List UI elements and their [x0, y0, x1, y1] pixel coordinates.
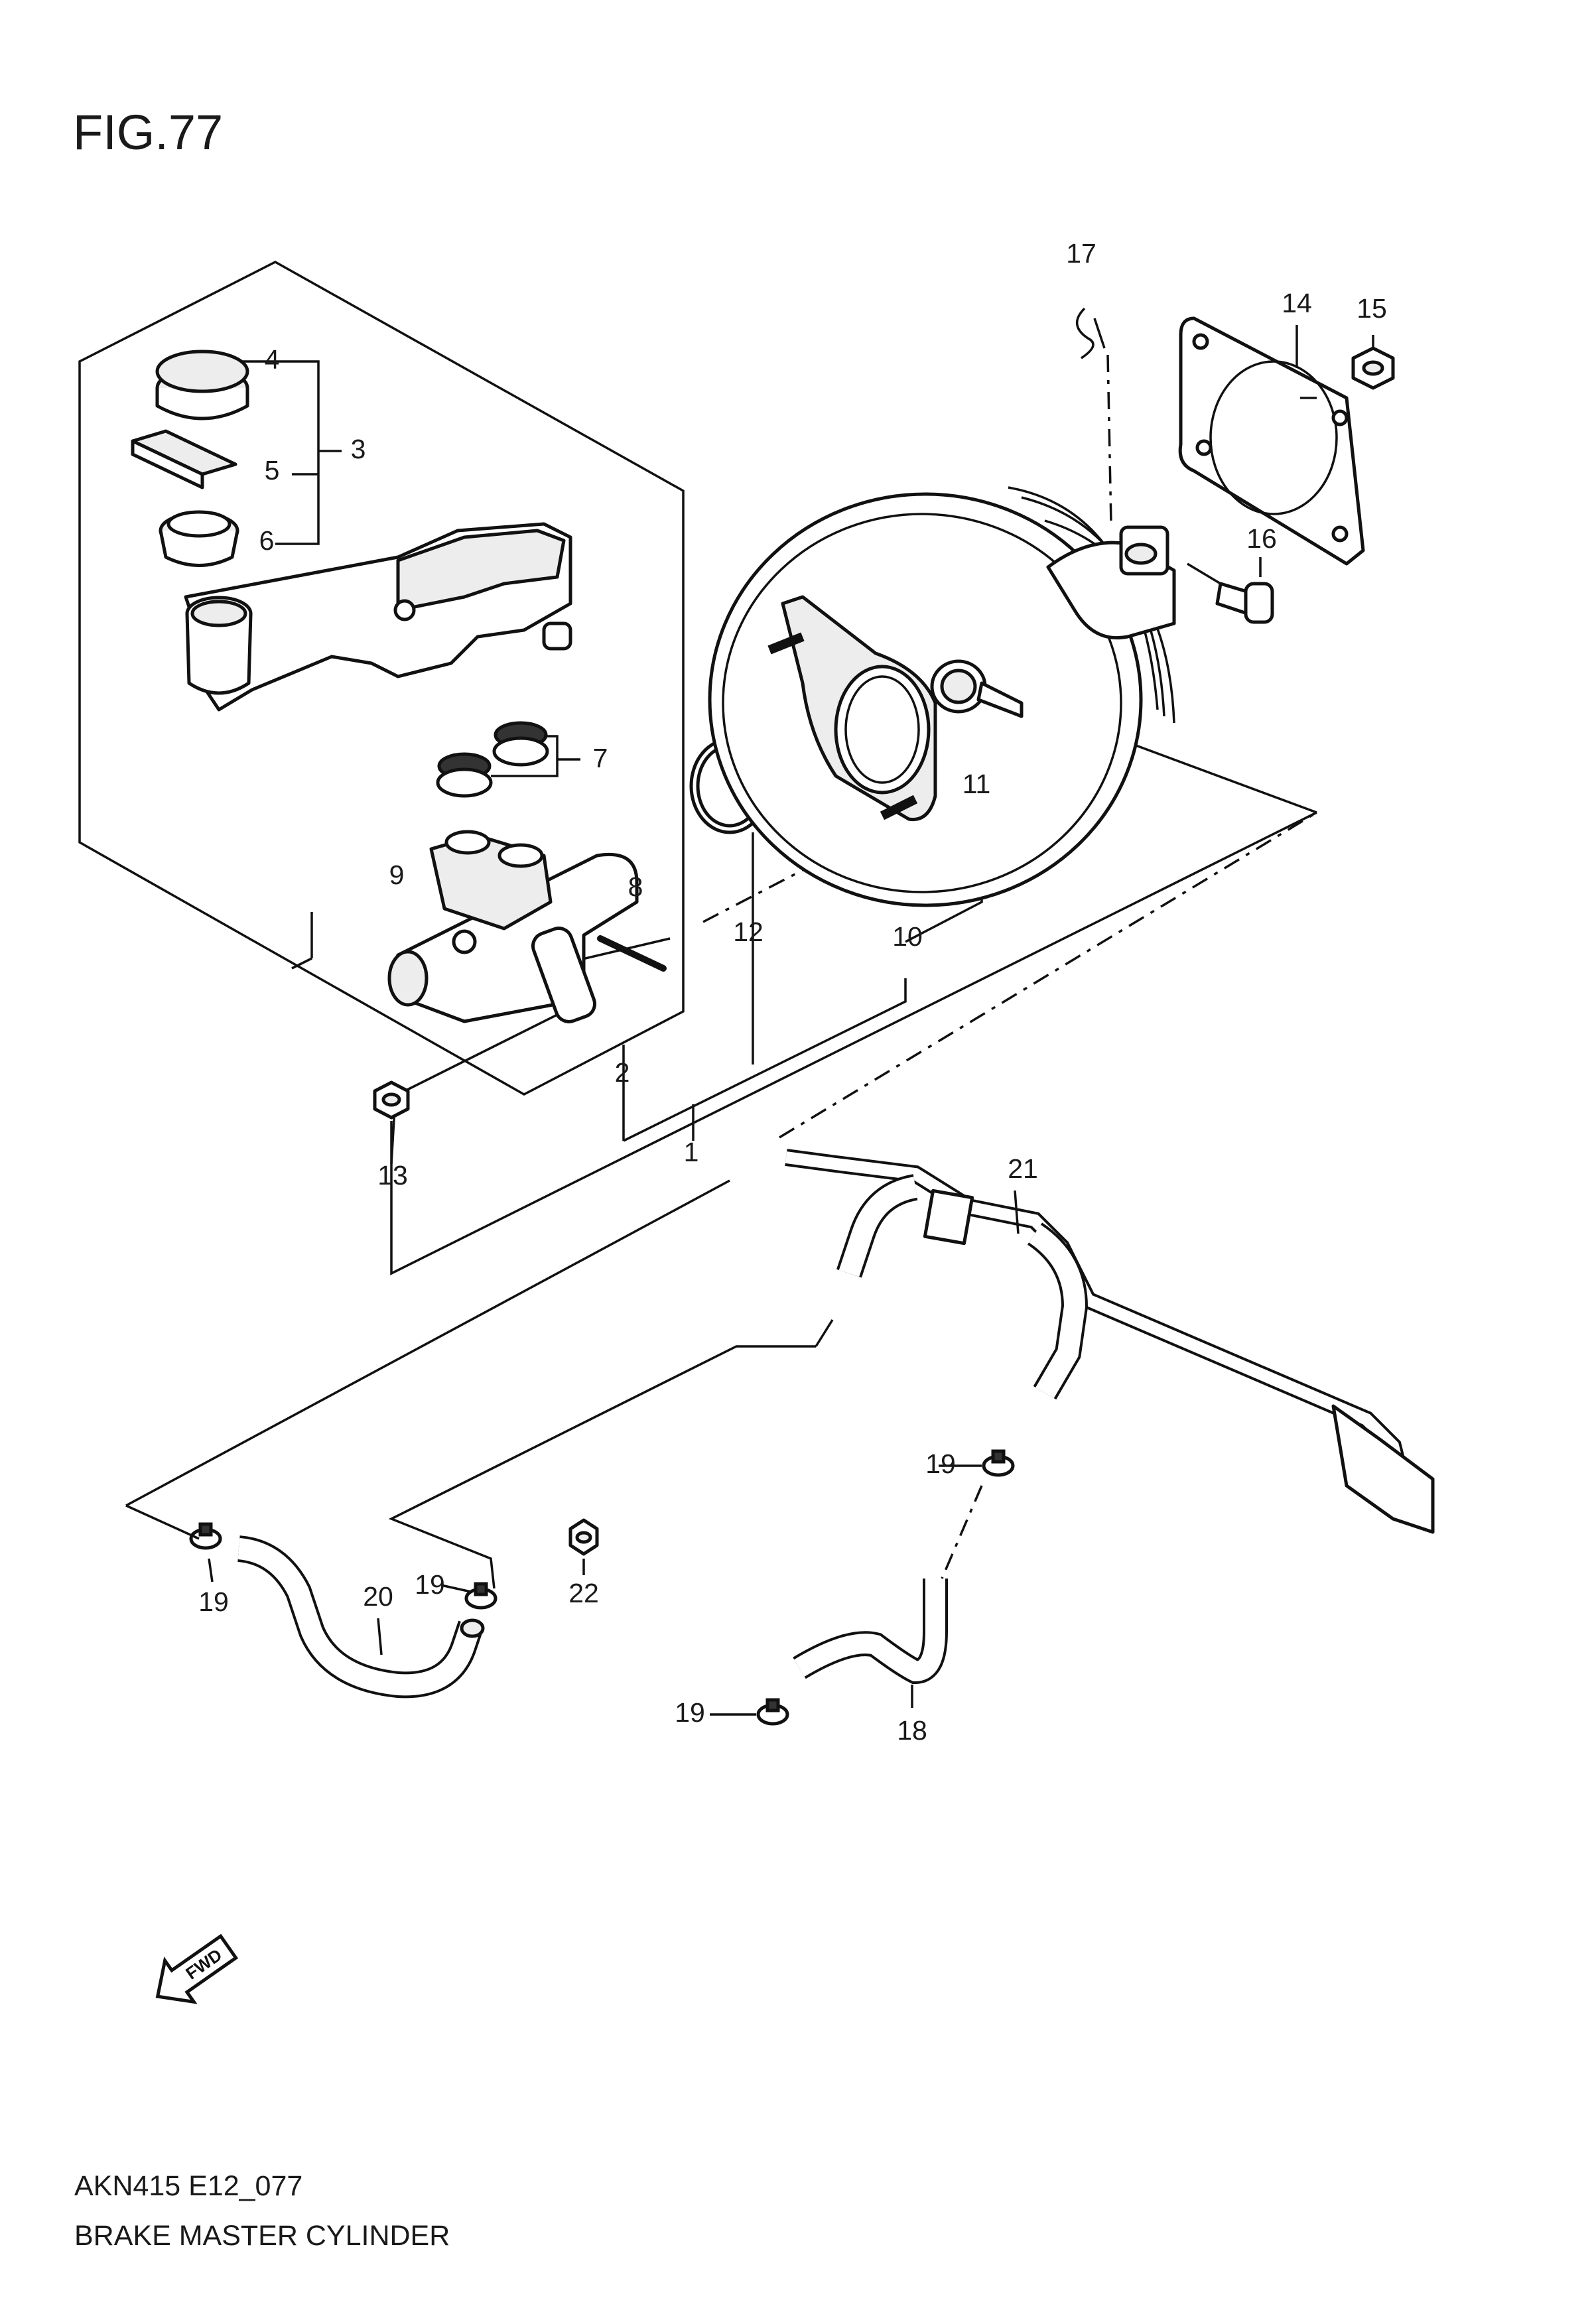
callout-19-middle: 19 — [415, 1569, 445, 1600]
nut-15 — [1351, 346, 1395, 390]
gasket — [1178, 316, 1365, 566]
callout-18: 18 — [897, 1715, 927, 1746]
master-cylinder — [387, 830, 639, 1023]
callout-10: 10 — [892, 921, 923, 952]
callout-19-left: 19 — [198, 1586, 229, 1617]
callout-15: 15 — [1357, 293, 1387, 324]
clevis-pin — [1187, 562, 1274, 624]
callout-22: 22 — [568, 1578, 599, 1608]
grommets — [436, 721, 580, 798]
hose-clamps — [189, 1449, 1015, 1726]
hose-20 — [237, 1535, 485, 1699]
subassembly-frame — [78, 261, 685, 1096]
vacuum-pipe — [785, 1149, 1435, 1534]
reservoir-cap — [155, 350, 249, 420]
callout-labels: 4 3 5 6 7 9 8 2 1 13 12 10 11 17 14 15 1… — [198, 238, 1387, 1746]
callout-6: 6 — [259, 525, 275, 556]
callout-3-bracket — [235, 360, 342, 545]
fwd-arrow-icon: FWD — [155, 1933, 239, 2004]
callout-13: 13 — [377, 1160, 408, 1191]
callout-20: 20 — [363, 1581, 393, 1612]
filter-strip — [131, 429, 237, 489]
callout-14: 14 — [1282, 288, 1312, 318]
check-valve — [930, 659, 1024, 718]
strainer — [159, 510, 239, 567]
callout-9: 9 — [389, 860, 405, 890]
lower-leader-lines — [125, 325, 1374, 1716]
snap-pin — [1076, 307, 1112, 525]
callout-19-right: 19 — [925, 1449, 956, 1479]
callout-21: 21 — [1008, 1153, 1038, 1184]
nut-22 — [568, 1518, 599, 1556]
callout-1: 1 — [684, 1137, 699, 1167]
footer-code: AKN415 E12_077 — [74, 2170, 302, 2202]
nut-13 — [373, 1080, 410, 1120]
callout-2: 2 — [615, 1057, 630, 1088]
figure-title: FIG.77 — [73, 105, 223, 160]
callout-17: 17 — [1066, 238, 1096, 269]
callout-12: 12 — [733, 917, 763, 947]
pin — [597, 935, 667, 972]
reservoir-body — [184, 522, 572, 712]
callout-11: 11 — [962, 769, 991, 799]
callout-19-bottom: 19 — [675, 1697, 705, 1728]
hose-18 — [793, 1579, 948, 1685]
brake-booster — [708, 486, 1176, 907]
callout-7: 7 — [593, 743, 608, 773]
callout-4: 4 — [265, 344, 280, 375]
callout-16: 16 — [1246, 523, 1277, 554]
callout-3: 3 — [351, 434, 366, 464]
callout-5: 5 — [265, 455, 280, 485]
footer-name: BRAKE MASTER CYLINDER — [74, 2220, 450, 2252]
callout-8: 8 — [628, 871, 643, 902]
